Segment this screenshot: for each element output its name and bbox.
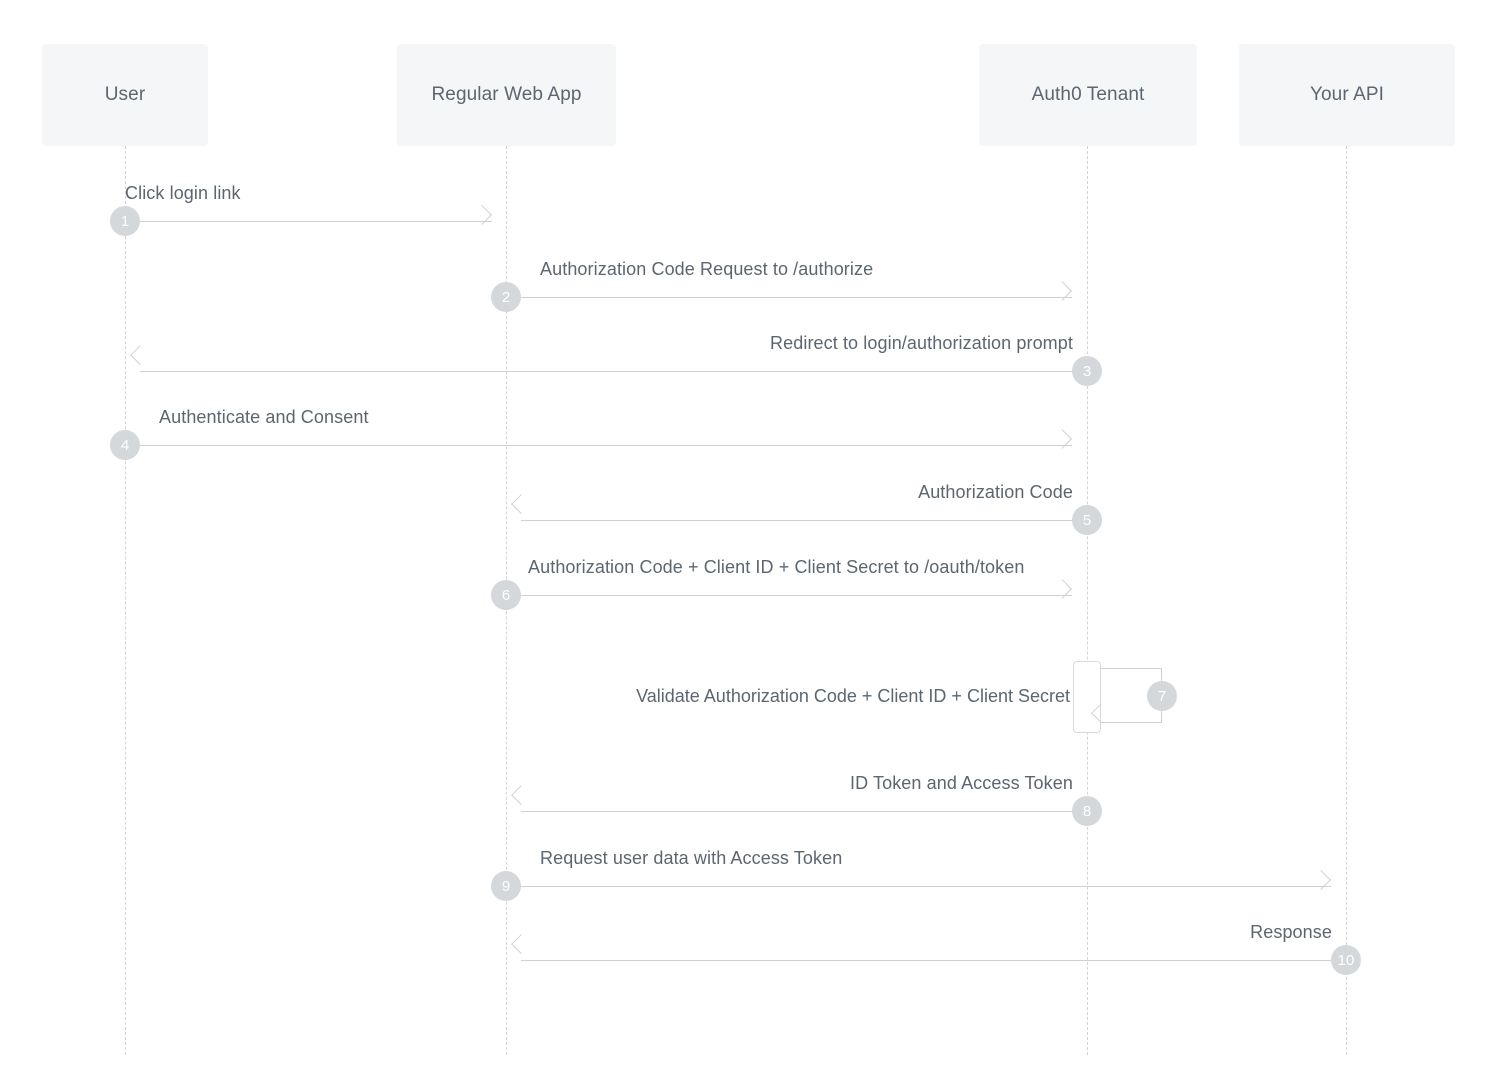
participant-regular-web-app: Regular Web App	[397, 44, 616, 146]
participant-label-your-api: Your API	[1309, 83, 1385, 105]
arrowhead-left-10	[511, 933, 531, 954]
message-line-5	[521, 520, 1087, 521]
lifeline-your-api	[1346, 146, 1347, 1055]
participant-auth0-tenant: Auth0 Tenant	[979, 44, 1197, 146]
message-label-8: ID Token and Access Token	[850, 773, 1073, 793]
message-line-10	[521, 960, 1346, 961]
lifeline-auth0-tenant	[1087, 146, 1088, 1055]
message-line-2	[506, 297, 1072, 298]
step-badge-6: 6	[491, 580, 521, 610]
participant-label-regular-web-app: Regular Web App	[431, 83, 582, 105]
step-badge-5: 5	[1072, 505, 1102, 535]
message-label-4: Authenticate and Consent	[159, 407, 369, 427]
message-line-8	[521, 811, 1087, 812]
message-label-2: Authorization Code Request to /authorize	[540, 259, 874, 279]
step-badge-8: 8	[1072, 796, 1102, 826]
participant-your-api: Your API	[1239, 44, 1455, 146]
arrowhead-left-3	[130, 344, 150, 365]
step-badge-1: 1	[110, 206, 140, 236]
message-label-5: Authorization Code	[918, 482, 1073, 502]
step-badge-10: 10	[1331, 945, 1361, 975]
step-badge-4: 4	[110, 430, 140, 460]
message-label-10: Response	[1250, 922, 1332, 942]
message-line-3	[140, 371, 1087, 372]
step-badge-9: 9	[491, 871, 521, 901]
message-label-9: Request user data with Access Token	[540, 848, 843, 868]
arrowhead-left-8	[511, 784, 531, 805]
participant-label-auth0-tenant: Auth0 Tenant	[1031, 83, 1145, 105]
message-label-1: Click login link	[125, 183, 241, 203]
message-label-6: Authorization Code + Client ID + Client …	[528, 557, 1025, 577]
message-label-7: Validate Authorization Code + Client ID …	[636, 686, 1070, 706]
message-line-4	[125, 445, 1072, 446]
step-badge-2: 2	[491, 282, 521, 312]
lifeline-user	[125, 146, 126, 1055]
participant-label-user: User	[104, 83, 146, 105]
arrowhead-left-5	[511, 493, 531, 514]
step-badge-3: 3	[1072, 356, 1102, 386]
message-line-1	[125, 221, 492, 222]
activation-box-auth0-tenant	[1073, 661, 1101, 733]
message-label-3: Redirect to login/authorization prompt	[770, 333, 1073, 353]
message-line-9	[506, 886, 1331, 887]
message-line-6	[506, 595, 1072, 596]
participant-user: User	[42, 44, 208, 146]
step-badge-7: 7	[1147, 681, 1177, 711]
